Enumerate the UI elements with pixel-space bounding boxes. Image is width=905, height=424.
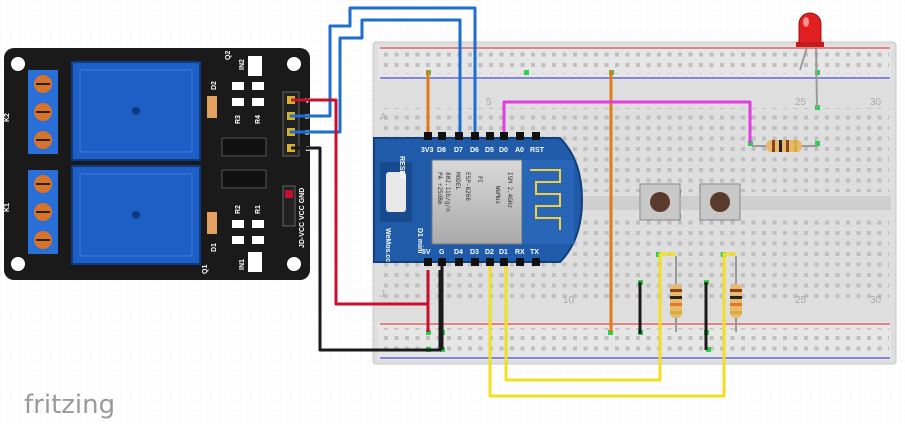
column-label-30-top: 30: [870, 97, 882, 108]
pin-label-d6: D6: [470, 147, 479, 154]
pin-label-d4: D4: [454, 249, 463, 256]
pin-label-3v3: 3V3: [421, 147, 434, 154]
shield-line-4: WeMos: [494, 186, 501, 204]
resistor-led-icon[interactable]: [752, 140, 818, 152]
pin-label-d7: D7: [454, 147, 463, 154]
resistor-button-1-icon[interactable]: [670, 256, 682, 332]
fritzing-watermark: fritzing: [24, 390, 115, 420]
board-brand: WeMos.cc: [384, 228, 391, 262]
column-label-5-top: 5: [486, 97, 492, 108]
in2-label: IN2: [239, 59, 246, 70]
relay-input-header: [282, 91, 300, 157]
push-button-2-icon[interactable]: [699, 183, 741, 221]
yellow-wire-d2[interactable]: [488, 252, 736, 398]
relay-module[interactable]: K2 K1 D2 D1 R3 R4 R2 R1 IN2 IN1 Q2 Q1 JD…: [4, 48, 321, 280]
magenta-wire-d0[interactable]: [502, 100, 752, 143]
row-letter-a: A: [380, 112, 387, 123]
pin-label-rst: RST: [530, 147, 545, 154]
r1-label: R1: [255, 205, 262, 214]
k2-label: K2: [4, 113, 11, 122]
in2-led: [248, 56, 262, 76]
shield-line-6: PA +25dBm: [436, 172, 443, 205]
bottom-power-rail-holes: [381, 328, 889, 354]
diode-d1: [207, 212, 217, 234]
top-power-rail-holes: [381, 52, 889, 74]
jd-vcc-header-label: JD-VCC VCC GND: [299, 188, 306, 248]
yellow-wire-d1[interactable]: [504, 252, 676, 382]
k1-label: K1: [4, 203, 11, 212]
shield-line-1: FC: [476, 176, 483, 184]
d1-mini-board[interactable]: RESET FC ESP-8266 MODEL WeMos 802.11b/g/…: [373, 132, 584, 266]
d2-label: D2: [211, 81, 218, 90]
resistor-button-2-icon[interactable]: [730, 256, 742, 332]
shield-line-5: 802.11b/g/n: [444, 172, 451, 212]
column-label-25-top: 25: [795, 97, 807, 108]
screw-terminal-k2: [28, 70, 58, 154]
column-label-25-bottom: 25: [795, 295, 807, 306]
column-label-10-bottom: 10: [563, 295, 575, 306]
board-name: D1 mini: [416, 228, 423, 253]
in1-led: [248, 252, 262, 272]
pin-label-g: G: [439, 249, 445, 256]
diode-d2: [207, 96, 217, 118]
push-button-1-icon[interactable]: [639, 183, 681, 221]
pin-label-tx: TX: [530, 249, 539, 256]
shield-line-3: MODEL: [454, 172, 461, 190]
pin-label-rx: RX: [515, 249, 525, 256]
red-wire-vcc[interactable]: [291, 98, 430, 306]
black-wire-gnd[interactable]: [291, 146, 442, 352]
pin-label-d8: D8: [437, 147, 446, 154]
in1-label: IN1: [239, 259, 246, 270]
pin-label-d5: D5: [485, 147, 494, 154]
r2-label: R2: [235, 205, 242, 214]
esp8266-shield-icon: [431, 159, 523, 245]
r3-label: R3: [235, 115, 242, 124]
r4-label: R4: [255, 115, 262, 124]
d1-label: D1: [211, 243, 218, 252]
column-label-30-bottom: 30: [870, 295, 882, 306]
reset-label: RESET: [398, 156, 405, 180]
pin-label-a0: A0: [515, 147, 524, 154]
q1-label: Q1: [202, 265, 209, 274]
q2-label: Q2: [225, 51, 232, 60]
led-red-icon[interactable]: [796, 12, 824, 109]
shield-line-7: ISM 2.4GHz: [506, 172, 513, 209]
pin-label-d3: D3: [470, 249, 479, 256]
pin-label-5v: 5V: [422, 249, 431, 256]
screw-terminal-k1: [28, 170, 58, 254]
shield-line-2: ESP-8266: [464, 172, 471, 201]
pin-label-d2: D2: [485, 249, 494, 256]
pin-label-d1: D1: [499, 249, 508, 256]
row-letter-j: J: [380, 289, 385, 300]
blue-wires[interactable]: [289, 6, 477, 134]
pin-label-d0: D0: [499, 147, 508, 154]
